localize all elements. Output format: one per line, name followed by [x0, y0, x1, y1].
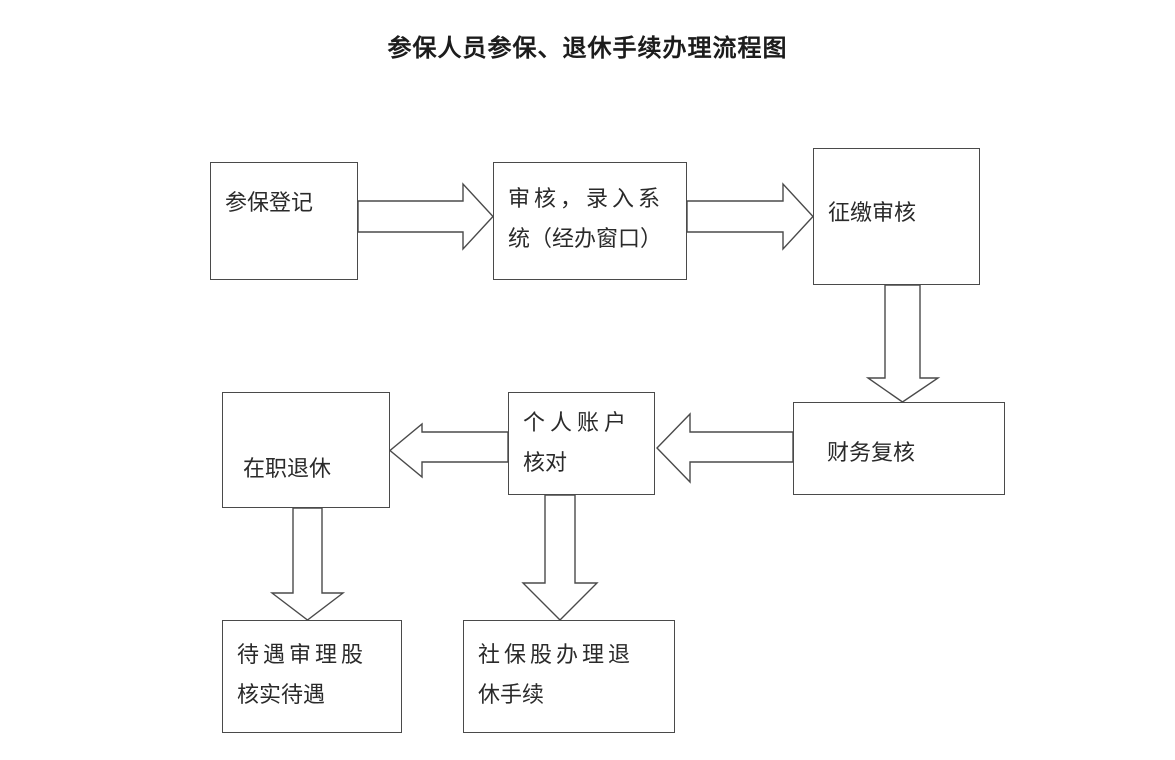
node-zhengjiao-shenhe[interactable]: 征缴审核 — [813, 148, 980, 285]
node-geren-zhanghu-heidui[interactable]: 个人账户 核对 — [508, 392, 655, 495]
arrow-canbao-to-shenhe — [357, 182, 494, 251]
node-canbao-dengji[interactable]: 参保登记 — [210, 162, 358, 280]
arrow-zhengjiao-to-caiwu — [865, 284, 941, 403]
node-shenhe-luru-label-line1: 审核，录入系 — [508, 186, 665, 211]
node-shenhe-luru[interactable]: 审核，录入系 统（经办窗口） — [493, 162, 687, 280]
arrow-geren-to-shebao — [521, 494, 599, 621]
arrow-zaizhi-to-daiyu — [269, 507, 346, 621]
node-shenhe-luru-label-line2: 统（经办窗口） — [508, 226, 663, 251]
node-geren-zhanghu-heidui-label-line1: 个人账户 — [523, 410, 632, 435]
node-shebao-gu-label-line2: 休手续 — [478, 682, 545, 707]
node-zaizhi-tuixiu-label: 在职退休 — [243, 456, 332, 481]
node-geren-zhanghu-heidui-label-line2: 核对 — [523, 450, 568, 475]
node-shebao-gu[interactable]: 社保股办理退 休手续 — [463, 620, 675, 733]
arrow-geren-to-zaizhi — [388, 422, 509, 479]
node-daiyu-shenli-gu[interactable]: 待遇审理股 核实待遇 — [222, 620, 402, 733]
node-daiyu-shenli-gu-label-line1: 待遇审理股 — [237, 642, 368, 667]
arrow-shenhe-to-zhengjiao — [686, 182, 814, 251]
node-daiyu-shenli-gu-label-line2: 核实待遇 — [237, 682, 326, 707]
node-caiwu-fuhe[interactable]: 财务复核 — [793, 402, 1005, 495]
node-caiwu-fuhe-label: 财务复核 — [827, 440, 916, 465]
node-canbao-dengji-label: 参保登记 — [225, 190, 314, 215]
node-zhengjiao-shenhe-label: 征缴审核 — [828, 200, 917, 225]
node-zaizhi-tuixiu[interactable]: 在职退休 — [222, 392, 390, 508]
node-shebao-gu-label-line1: 社保股办理退 — [478, 642, 635, 667]
page-title: 参保人员参保、退休手续办理流程图 — [387, 35, 788, 62]
arrow-caiwu-to-geren — [656, 412, 794, 484]
